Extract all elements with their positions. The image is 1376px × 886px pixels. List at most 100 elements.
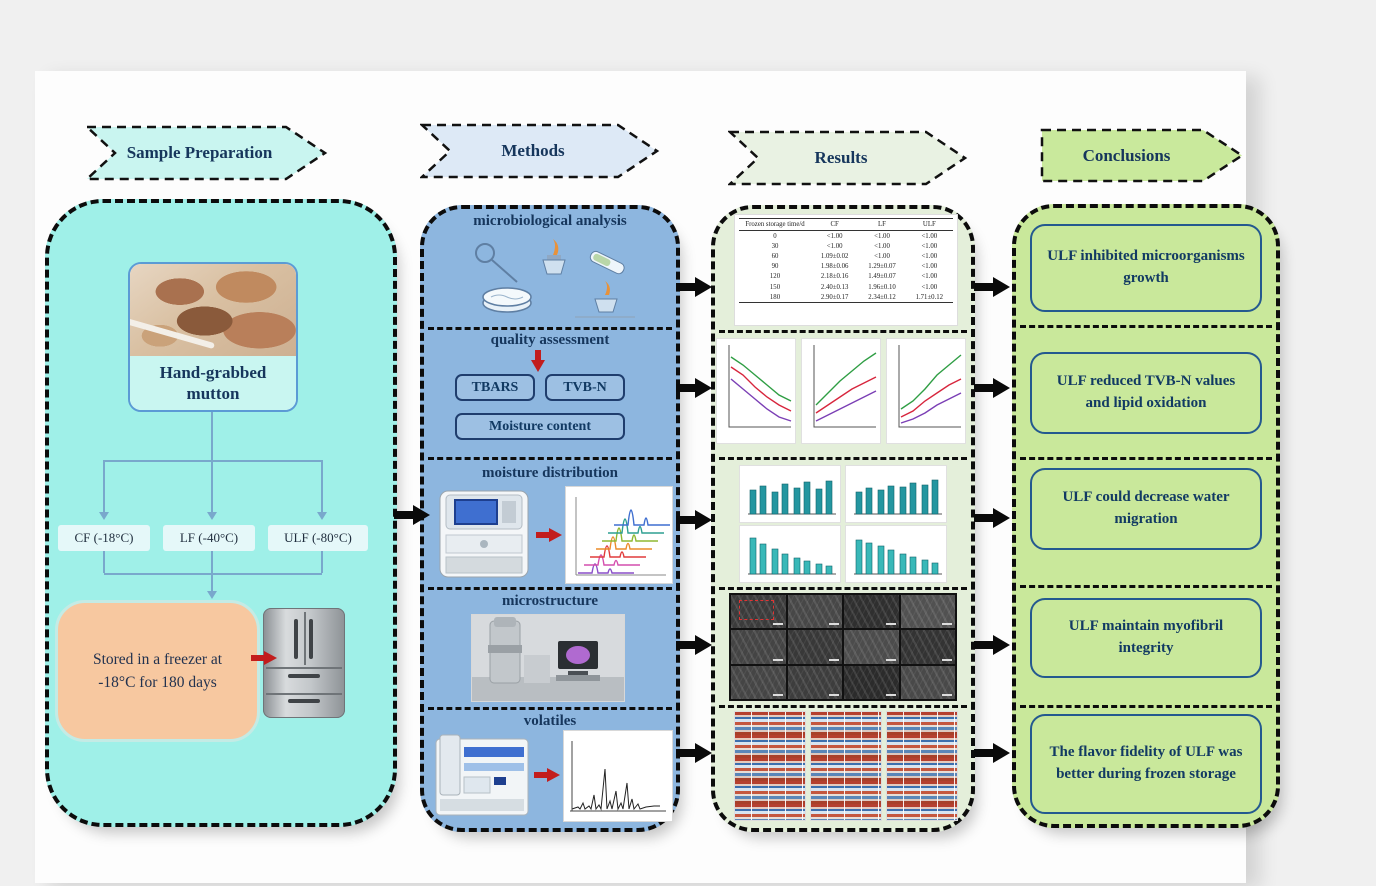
flow-arrow-results-to-conclusions [974, 507, 1010, 529]
sem-image-tile [731, 595, 786, 629]
table-cell: <1.00 [921, 273, 938, 281]
table-row: 90 1.98±0.06 1.29±0.07 <1.00 [739, 262, 953, 272]
tbars-button: TBARS [455, 374, 535, 401]
bar-chart-thumbnail [740, 466, 840, 522]
flow-arrow-results-to-conclusions [974, 634, 1010, 656]
methods-column: microbiological analysis qu [420, 205, 680, 832]
table-cell: 150 [769, 283, 781, 291]
connector-line [103, 551, 105, 573]
table-cell: 2.90±0.17 [820, 293, 849, 301]
microbial-count-table: Frozen storage time/d CF LF ULF 0 <1.00 … [735, 215, 957, 325]
section-divider [719, 705, 967, 708]
storage-note-box: Stored in a freezer at -18°C for 180 day… [55, 600, 260, 742]
method-title-moisture-distribution: moisture distribution [482, 465, 618, 481]
section-divider [428, 707, 672, 710]
freezer-handle [294, 619, 299, 659]
table-cell: <1.00 [826, 242, 843, 250]
arrowhead-icon [99, 512, 109, 520]
table-cell: 180 [769, 293, 781, 301]
red-right-arrow-icon [536, 527, 562, 548]
sem-image-tile [844, 595, 899, 629]
nmr-analyzer-image [436, 489, 532, 586]
freezer-image [263, 608, 345, 718]
sem-image-tile [731, 630, 786, 664]
table-cell: <1.00 [921, 242, 938, 250]
table-cell: <1.00 [921, 263, 938, 271]
flow-arrow-results-to-conclusions [974, 276, 1010, 298]
arrowhead-icon [207, 591, 217, 599]
sem-image-tile [787, 595, 842, 629]
red-right-arrow-icon [534, 767, 560, 788]
table-cell: 2.40±0.13 [820, 283, 849, 291]
t2-relaxation-3d-plot [566, 487, 672, 583]
chevron-banner-shape [420, 123, 660, 179]
sem-image-tile [844, 665, 899, 699]
sem-image-tile [900, 665, 955, 699]
table-cell: 1.29±0.07 [868, 263, 896, 271]
table-cell: <1.00 [826, 232, 843, 240]
table-cell: 60 [771, 252, 779, 260]
header-label-results: Results [814, 148, 868, 167]
freezer-drawer-line [266, 692, 342, 695]
connector-line [103, 460, 105, 512]
header-banner-results: Results [728, 129, 968, 187]
conclusion-box-tvbn: ULF reduced TVB-N values and lipid oxida… [1030, 352, 1262, 434]
line-chart-thumbnail [887, 339, 965, 443]
flow-arrow-results-to-conclusions [974, 742, 1010, 764]
header-banner-conclusions: Conclusions [1040, 127, 1245, 184]
section-divider [428, 457, 672, 460]
table-cell: <1.00 [874, 232, 890, 240]
mutton-photo [130, 264, 296, 356]
flow-arrow-methods-to-results [676, 742, 712, 764]
flow-arrow-methods-to-results [676, 509, 712, 531]
sem-image-tile [900, 595, 955, 629]
skewer-stick [130, 316, 215, 350]
section-divider [1020, 325, 1272, 328]
section-divider [719, 587, 967, 590]
table-row: 60 1.09±0.02 <1.00 <1.00 [739, 251, 953, 261]
conclusions-column: ULF inhibited microorganisms growth ULF … [1012, 204, 1280, 828]
bar-chart-thumbnail [740, 526, 840, 582]
chromatogram-image [564, 731, 672, 821]
branch-label-cf: CF (-18°C) [58, 525, 150, 551]
line-chart-thumbnail [802, 339, 880, 443]
flow-arrow-methods-to-results [676, 634, 712, 656]
connector-line [211, 412, 213, 460]
red-down-arrow-icon [530, 350, 546, 377]
red-right-arrow-icon [251, 650, 277, 671]
section-divider [1020, 705, 1272, 708]
section-divider [1020, 457, 1272, 460]
table-cell: 0 [773, 232, 777, 240]
header-banner-sample-preparation: Sample Preparation [85, 124, 328, 182]
table-header-cell: CF [811, 218, 859, 231]
table-cell: 30 [771, 242, 779, 250]
table-cell: <1.00 [921, 232, 938, 240]
connector-line [321, 460, 323, 512]
method-title-microstructure: microstructure [501, 593, 599, 609]
line-chart-thumbnail [717, 339, 795, 443]
table-header-cell: Frozen storage time/d [739, 218, 811, 231]
table-row: 0 <1.00 <1.00 <1.00 [739, 231, 953, 242]
tvbn-button: TVB-N [545, 374, 625, 401]
conclusion-box-water-migration: ULF could decrease water migration [1030, 468, 1262, 550]
flow-arrow-methods-to-results [676, 276, 712, 298]
table-cell: 1.96±0.10 [868, 283, 896, 291]
branch-label-ulf: ULF (-80°C) [268, 525, 368, 551]
gcms-instrument-image [434, 733, 530, 824]
mutton-specimen-card: Hand-grabbed mutton [128, 262, 298, 412]
table-cell: 120 [769, 273, 781, 281]
header-label-conclusions: Conclusions [1082, 145, 1171, 165]
connector-line [321, 551, 323, 573]
freezer-drawer-line [266, 667, 342, 670]
table-cell: <1.00 [921, 252, 938, 260]
conclusion-box-myofibril: ULF maintain myofibril integrity [1030, 598, 1262, 678]
conclusion-box-flavor: The flavor fidelity of ULF was better du… [1030, 714, 1262, 814]
table-cell: 1.71±0.12 [915, 293, 944, 301]
table-cell: 2.18±0.16 [820, 273, 849, 281]
chevron-banner-shape [728, 130, 968, 186]
section-divider [719, 330, 967, 333]
table-cell: 1.09±0.02 [820, 252, 849, 260]
table-cell: 2.34±0.12 [868, 293, 896, 301]
table-cell: 1.98±0.06 [820, 263, 849, 271]
connector-line [211, 573, 213, 591]
